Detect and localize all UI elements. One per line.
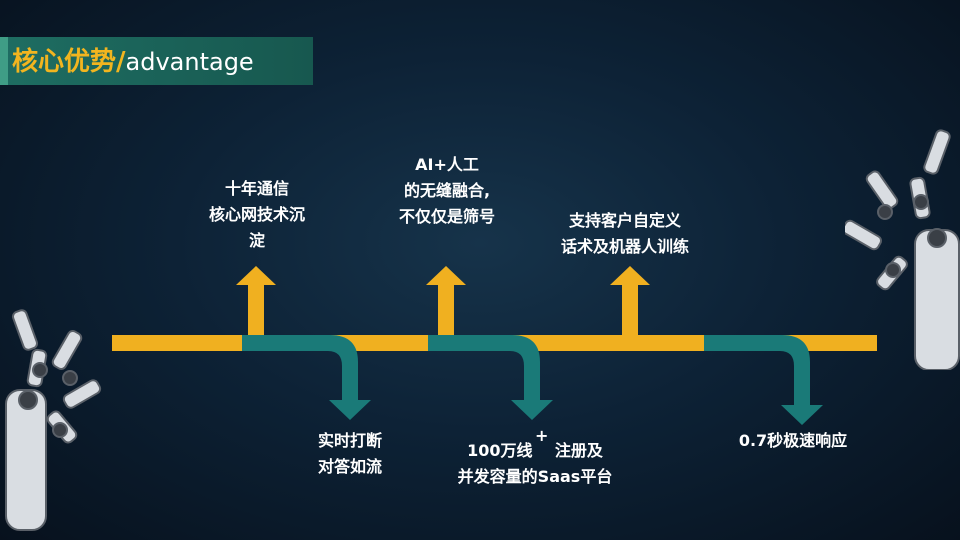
title-slash: / [116,47,126,77]
down-arrow-2 [428,335,553,420]
down-label-2-line-1: 100万线 注册及 [440,438,630,464]
up-label-3-line-2: 话术及机器人训练 [560,237,689,256]
down-label-2-line-1b: 注册及 [554,441,603,460]
up-label-1-line-1: 十年通信 [224,179,289,198]
down-label-2-superscript: + [535,426,549,445]
up-label-1-line-3: 淀 [248,231,265,250]
down-arrow-1 [242,335,371,420]
down-label-3: 0.7秒极速响应 [728,428,858,454]
up-label-3: 支持客户自定义 话术及机器人训练 [540,208,710,260]
page-title: 核心优势/advantage [12,44,254,80]
up-label-2: AI+人工 的无缝融合, 不仅仅是筛号 [380,152,514,230]
up-arrow-1 [236,266,276,351]
up-label-3-line-1: 支持客户自定义 [568,211,681,230]
down-label-2-line-2: 并发容量的Saas平台 [457,467,613,486]
up-label-2-line-1: AI+人工 [415,155,479,174]
down-arrow-3 [704,335,823,425]
title-bar [0,37,313,85]
up-label-2-line-2: 的无缝融合, [403,181,491,200]
down-label-3-line-1: 0.7秒极速响应 [738,431,848,450]
robot-hand-left-icon [5,309,102,531]
title-cn: 核心优势 [12,47,117,77]
up-label-1-line-2: 核心网技术沉 [208,205,305,224]
down-label-1-line-2: 对答如流 [317,457,382,476]
up-label-1: 十年通信 核心网技术沉 淀 [190,176,324,254]
up-label-2-line-3: 不仅仅是筛号 [398,207,495,226]
up-arrow-3 [604,266,650,351]
down-label-1-line-1: 实时打断 [317,431,382,450]
title-accent [0,37,8,85]
up-arrow-2 [424,266,466,351]
down-label-2-line-1a: 100万线 [467,441,533,460]
down-label-1: 实时打断 对答如流 [300,428,400,480]
robot-hand-right-icon [845,129,960,370]
down-label-2: 100万线 注册及 并发容量的Saas平台 [440,438,630,490]
title-en: advantage [125,48,254,76]
